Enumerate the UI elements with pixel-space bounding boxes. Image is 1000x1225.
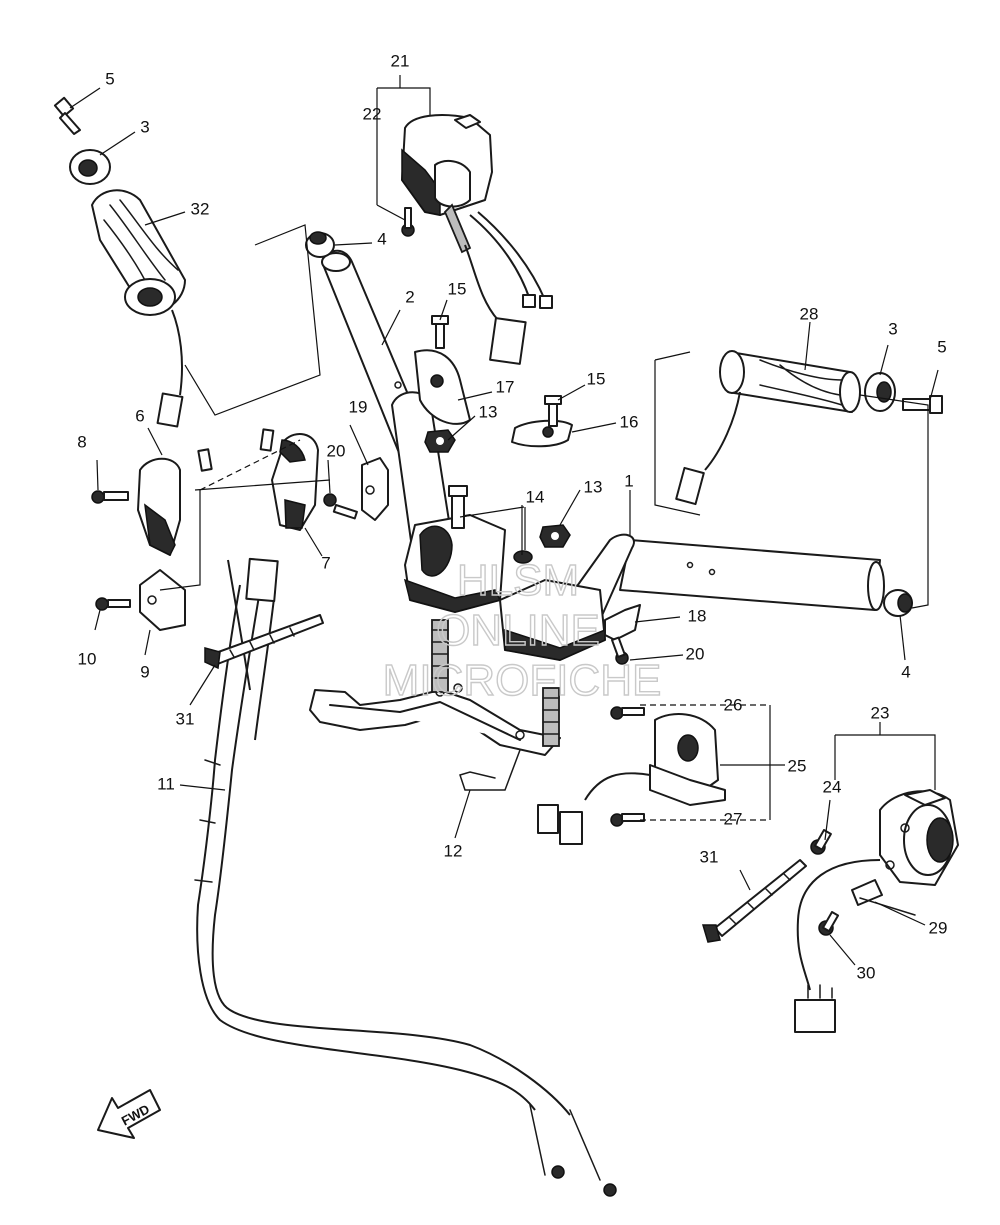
- nut-13-right: [539, 524, 571, 548]
- grip-end-3-right: [864, 372, 896, 412]
- screw-24: [810, 829, 832, 855]
- switch-assembly-25: [537, 713, 726, 845]
- screw-10: [95, 597, 131, 611]
- callout-23: 23: [871, 703, 890, 722]
- callout-27: 27: [724, 809, 743, 828]
- bracket-19: [361, 457, 389, 521]
- callout-19: 19: [349, 397, 368, 416]
- bolt-5-right: [902, 395, 943, 414]
- callout-17: 17: [496, 377, 515, 396]
- callout-11: 11: [157, 774, 175, 793]
- callout-7: 7: [321, 553, 330, 572]
- left-switch-wiring: [464, 211, 553, 365]
- callout-15-right: 15: [587, 369, 606, 388]
- callout-5: 5: [105, 69, 114, 88]
- lever-holder-6: [137, 457, 181, 557]
- callout-29: 29: [929, 918, 948, 937]
- callout-16: 16: [620, 412, 639, 431]
- callout-13: 13: [479, 402, 498, 421]
- leader-lines: [69, 75, 939, 966]
- callout-31-right: 31: [700, 847, 719, 866]
- callout-numbers: 5 3 32 21 22 4 2 15 17 19 13 20 15 16 13…: [77, 51, 947, 982]
- screw-30: [818, 911, 840, 936]
- callout-26: 26: [724, 695, 743, 714]
- handlebar-bracket: [309, 683, 561, 791]
- switch-29: [851, 879, 916, 916]
- callout-20: 20: [327, 441, 346, 460]
- callout-13-right: 13: [584, 477, 603, 496]
- screw-27: [610, 813, 645, 827]
- callout-3-right: 3: [888, 319, 897, 338]
- bolt-5-left: [53, 96, 81, 135]
- callout-1: 1: [624, 471, 633, 490]
- callout-24: 24: [823, 777, 842, 796]
- mounting-post-right: [542, 687, 560, 747]
- callout-6: 6: [135, 406, 144, 425]
- callout-25: 25: [788, 756, 807, 775]
- grip-end-3-left: [69, 149, 111, 185]
- bar-end-weight-4-left: [305, 231, 335, 258]
- watermark-line-1: HLSM: [457, 556, 579, 605]
- mounting-post-left: [431, 619, 449, 693]
- callout-5-right: 5: [937, 337, 946, 356]
- watermark-line-3: MICROFICHE: [383, 656, 662, 705]
- bar-end-weight-4-right: [883, 589, 913, 617]
- callout-22: 22: [363, 104, 382, 123]
- right-clamp-base: [499, 579, 606, 661]
- cable-tie-31-left: [204, 614, 324, 670]
- plate-18: [604, 604, 641, 641]
- fwd-direction-arrow: FWD: [97, 1089, 161, 1139]
- right-handlebar-switch: [794, 789, 959, 1033]
- callout-12: 12: [444, 841, 463, 860]
- cable-tie-31-right: [701, 859, 807, 943]
- bolt-15-right: [544, 395, 562, 427]
- callout-8: 8: [77, 432, 86, 451]
- left-clamp-base: [403, 514, 506, 613]
- watermark: HLSM ONLINE MICROFICHE: [382, 555, 662, 705]
- callout-10: 10: [78, 649, 97, 668]
- callout-18: 18: [688, 606, 707, 625]
- throttle-cables: [194, 428, 617, 1197]
- callout-4-right: 4: [901, 662, 910, 681]
- callout-14: 14: [526, 487, 545, 506]
- nut-13-left: [424, 429, 456, 453]
- bolt-20-left: [323, 493, 358, 520]
- callout-3: 3: [140, 117, 149, 136]
- bolt-8: [91, 490, 129, 504]
- left-grip: [91, 189, 186, 428]
- callout-20-right: 20: [686, 644, 705, 663]
- callout-32: 32: [191, 199, 210, 218]
- left-handlebar-switch: [401, 114, 493, 254]
- watermark-line-2: ONLINE: [436, 606, 600, 655]
- screw-26: [610, 706, 645, 720]
- callout-9: 9: [140, 662, 149, 681]
- callout-30: 30: [857, 963, 876, 982]
- callout-4: 4: [377, 229, 386, 248]
- callout-28: 28: [800, 304, 819, 323]
- right-handlebar: [559, 533, 885, 621]
- right-grip: [675, 350, 861, 506]
- callout-2: 2: [405, 287, 414, 306]
- screw-22: [401, 207, 415, 237]
- bracket-9: [139, 569, 186, 631]
- callout-31: 31: [176, 709, 195, 728]
- bolt-14: [448, 485, 468, 529]
- washer-14: [513, 550, 533, 564]
- callout-15: 15: [448, 279, 467, 298]
- bolt-15-left: [431, 315, 449, 349]
- bolt-20-right: [611, 636, 629, 665]
- callout-21: 21: [391, 51, 410, 70]
- plate-16: [511, 419, 573, 448]
